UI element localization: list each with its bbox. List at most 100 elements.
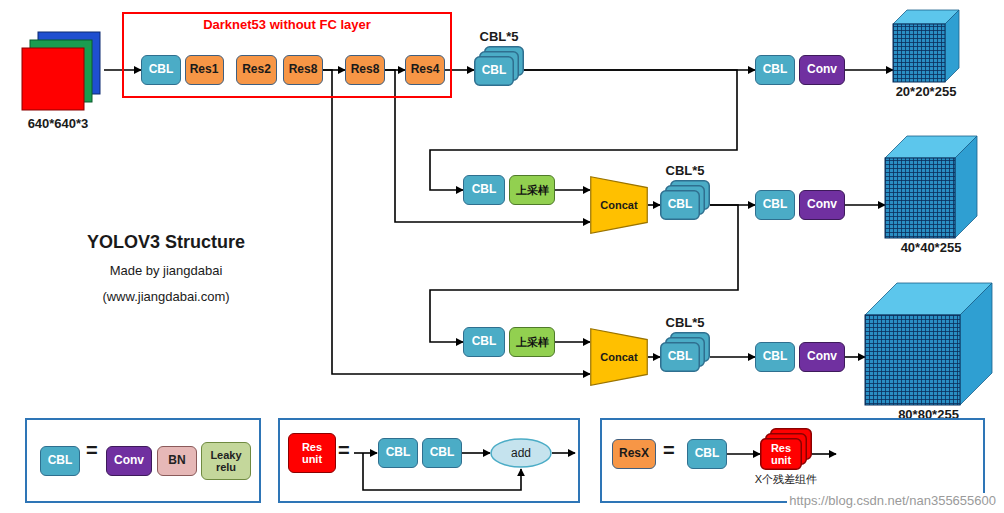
block-label: CBL: [668, 198, 693, 211]
connector-arrow: [555, 341, 590, 343]
block-label: Res unit: [289, 441, 335, 465]
input-size: 640*640*3: [12, 116, 104, 131]
block-label: Res2: [240, 63, 273, 76]
stacked-block: Res unitX个残差组件: [760, 428, 812, 470]
output-wire: [812, 453, 836, 455]
layer-block: BN: [157, 446, 197, 476]
output-tensor: 20*20*255: [893, 10, 959, 82]
block-label: CBL: [482, 64, 507, 77]
connector-arrow: [727, 453, 760, 455]
tensor-cube: [893, 10, 959, 82]
layer-block: CBL: [755, 190, 795, 220]
stack-face: CBL: [660, 342, 700, 372]
definition-panel: =Res unit CBL CBL add: [278, 418, 580, 503]
layer-block: ResX: [612, 439, 656, 469]
connector-arrow: [385, 70, 590, 222]
layer-block: Res4: [405, 55, 445, 85]
block-label: Conv: [805, 198, 839, 211]
block-label: Conv: [805, 63, 839, 76]
layer-block: Res8: [283, 55, 323, 85]
layer-block: CBL: [463, 175, 505, 205]
block-label: Res8: [349, 63, 382, 76]
layer-block: 上采样: [509, 175, 555, 205]
equals-sign: =: [86, 439, 98, 461]
layer-block: 上采样: [509, 327, 555, 357]
layer-block: Conv: [799, 190, 845, 220]
block-label: BN: [166, 454, 187, 467]
tensor-cube: [885, 136, 977, 238]
connector-arrow: [430, 205, 738, 342]
input-image-stack: [12, 30, 104, 114]
tensor-cube: [865, 283, 992, 405]
block-label: CBL: [693, 447, 722, 460]
layer-block: Conv: [799, 342, 845, 372]
output-tensor: 40*40*255: [885, 136, 977, 238]
concat-trapezoid: Concat: [590, 176, 648, 234]
layer-block: CBL: [755, 55, 795, 85]
block-label: CBL: [46, 454, 75, 467]
connector-arrow: [555, 189, 590, 191]
block-label: CBL: [761, 63, 790, 76]
layer-block: CBL: [141, 55, 181, 85]
watermark: https://blog.csdn.net/nan355655600: [787, 493, 998, 508]
input-image: 640*640*3: [12, 30, 104, 136]
layer-block: CBL: [687, 439, 727, 469]
connector-arrow: [845, 356, 865, 358]
group-title: Darknet53 without FC layer: [124, 17, 450, 32]
connector-arrow: [445, 69, 474, 71]
connector-arrow: [648, 356, 660, 358]
layer-block: Conv: [106, 446, 152, 476]
block-label: 上采样: [514, 184, 551, 196]
author-note: (www.jiangdabai.com): [56, 289, 276, 304]
block-label: CBL: [428, 446, 457, 459]
concat-label: Concat: [600, 199, 637, 211]
layer-block: Res2: [236, 55, 277, 85]
block-label: CBL: [470, 183, 499, 196]
connector-arrow: [710, 356, 755, 358]
block-label: Res1: [188, 63, 221, 76]
add-ellipse: add: [490, 438, 552, 468]
definition-panel: = CBL Conv BN Leaky relu: [25, 418, 261, 503]
layer-block: CBL: [378, 438, 418, 468]
tensor-size: 40*40*255: [901, 240, 962, 255]
block-label: Leaky relu: [202, 449, 250, 473]
output-tensor: 80*80*255: [865, 283, 992, 405]
block-label: CBL: [384, 446, 413, 459]
tensor-size: 20*20*255: [896, 84, 957, 99]
concat-trapezoid: Concat: [590, 328, 648, 386]
layer-block: CBL: [40, 446, 80, 476]
equals-sign: =: [338, 439, 350, 461]
block-label: Res unit: [760, 442, 802, 466]
equals-sign: =: [663, 439, 675, 461]
stack-heading: CBL*5: [479, 29, 518, 44]
block-label: CBL: [147, 63, 176, 76]
stack-caption: X个残差组件: [755, 472, 817, 487]
layer-block: Res unit: [288, 433, 336, 473]
stack-face: CBL: [660, 190, 700, 220]
layer-block: Conv: [799, 55, 845, 85]
output-wire: [552, 452, 575, 454]
connector-arrow: [323, 70, 590, 374]
connector-arrow: [462, 452, 490, 454]
stacked-block: CBLCBL*5: [660, 180, 710, 220]
connector-arrow: [845, 204, 885, 206]
block-label: Res4: [409, 63, 442, 76]
block-label: CBL: [761, 198, 790, 211]
block-label: Conv: [112, 454, 146, 467]
layer-block: CBL: [755, 342, 795, 372]
definition-panel: =ResXCBLRes unitX个残差组件: [600, 418, 985, 503]
concat-label: Concat: [600, 351, 637, 363]
stack-heading: CBL*5: [665, 163, 704, 178]
block-label: CBL: [761, 350, 790, 363]
layer-block: Leaky relu: [201, 442, 251, 480]
stack-face: Res unit: [760, 438, 802, 470]
block-label: 上采样: [514, 336, 551, 348]
layer-block: Res8: [345, 55, 385, 85]
connector-arrow: [430, 70, 737, 190]
backbone-group: Darknet53 without FC layerCBL Res1 Res2 Res…: [122, 12, 452, 98]
layer-block: Res1: [185, 55, 224, 85]
connector-arrow: [648, 204, 660, 206]
add-label: add: [511, 446, 531, 460]
stack-heading: CBL*5: [665, 315, 704, 330]
